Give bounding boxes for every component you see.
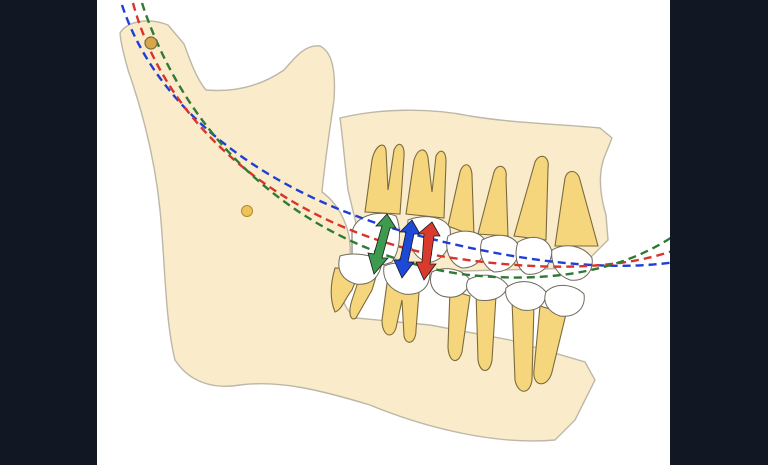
condyle-point-marker bbox=[145, 37, 157, 49]
curve-center-point-marker bbox=[242, 206, 253, 217]
